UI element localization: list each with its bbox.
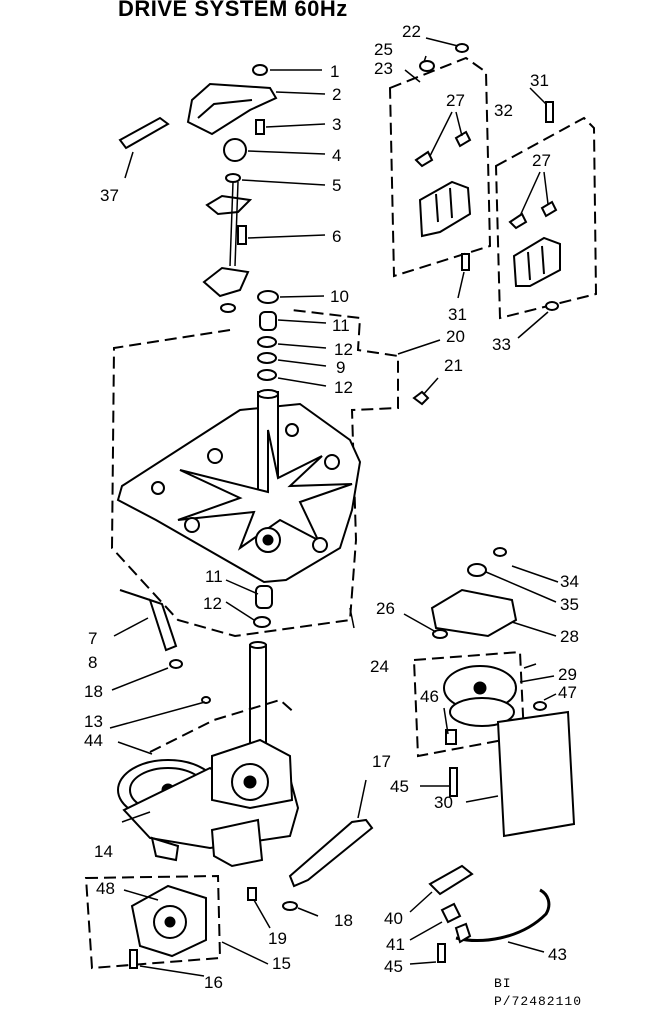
label-17: 17: [372, 752, 391, 771]
callout-labels: 1 2 3 4 5 6 37 10 11 12 9 12 22 25 23 27…: [84, 22, 579, 992]
label-32: 32: [494, 101, 513, 120]
label-11: 11: [332, 316, 350, 335]
motor-assembly: [403, 547, 576, 838]
label-31: 31: [530, 71, 549, 90]
code-line-2: P/72482110: [494, 994, 583, 1009]
label-9: 9: [336, 358, 345, 377]
label-34: 34: [560, 572, 579, 591]
label-18b: 18: [334, 911, 353, 930]
bearing-stack: [257, 290, 327, 387]
mounting-plate: [116, 389, 362, 584]
label-6: 6: [332, 227, 341, 246]
code-line-1: BI: [494, 976, 512, 991]
label-27b: 27: [532, 151, 551, 170]
label-29: 29: [558, 665, 577, 684]
label-7: 7: [88, 629, 97, 648]
label-24: 24: [370, 657, 389, 676]
label-25: 25: [374, 40, 393, 59]
label-4: 4: [332, 146, 341, 165]
label-37: 37: [100, 186, 119, 205]
pump-assembly: [84, 874, 269, 977]
label-43: 43: [548, 945, 567, 964]
label-40: 40: [384, 909, 403, 928]
label-31b: 31: [448, 305, 467, 324]
label-35: 35: [560, 595, 579, 614]
label-14: 14: [94, 842, 113, 861]
label-20: 20: [446, 327, 465, 346]
label-47: 47: [558, 683, 577, 702]
label-41: 41: [386, 935, 405, 954]
label-8: 8: [88, 653, 97, 672]
label-18: 18: [84, 682, 103, 701]
label-3: 3: [332, 115, 341, 134]
label-12: 12: [334, 340, 353, 359]
label-48: 48: [96, 879, 115, 898]
label-45: 45: [390, 777, 409, 796]
label-13: 13: [84, 712, 103, 731]
hose-and-harness: [409, 864, 551, 965]
label-15: 15: [272, 954, 291, 973]
label-46: 46: [420, 687, 439, 706]
label-28: 28: [560, 627, 579, 646]
label-12c: 12: [203, 594, 222, 613]
right-panel-assemblies: [388, 37, 598, 406]
label-16: 16: [204, 973, 223, 992]
label-45b: 45: [384, 957, 403, 976]
label-19: 19: [268, 929, 287, 948]
label-11b: 11: [205, 567, 223, 586]
label-26: 26: [376, 599, 395, 618]
diagram-title: DRIVE SYSTEM 60Hz: [118, 0, 348, 21]
gearcase-assembly: [109, 579, 374, 929]
label-21: 21: [444, 356, 463, 375]
label-12b: 12: [334, 378, 353, 397]
label-44: 44: [84, 731, 103, 750]
label-10: 10: [330, 287, 349, 306]
label-23: 23: [374, 59, 393, 78]
label-33: 33: [492, 335, 511, 354]
label-27: 27: [446, 91, 465, 110]
label-5: 5: [332, 176, 341, 195]
label-30: 30: [434, 793, 453, 812]
diagram-reference-code: BI P/72482110: [494, 975, 582, 1011]
crank-assembly: [118, 64, 278, 313]
label-22: 22: [402, 22, 421, 41]
label-2: 2: [332, 85, 341, 104]
label-1: 1: [330, 62, 339, 81]
